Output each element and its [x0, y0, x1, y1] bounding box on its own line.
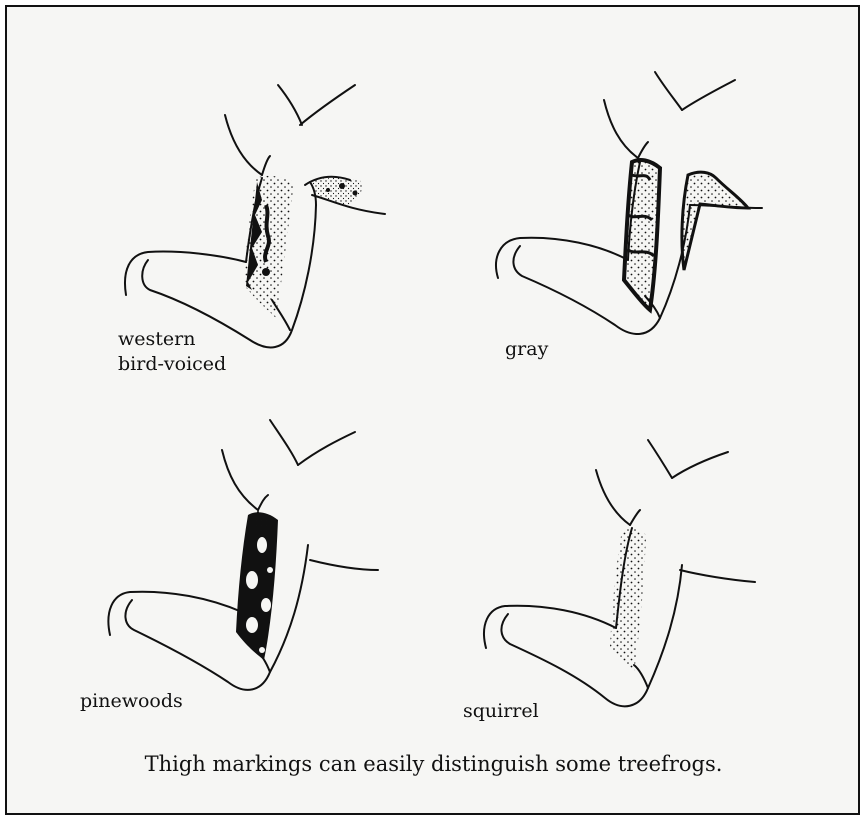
label-squirrel: squirrel: [463, 700, 539, 722]
figure-caption: Thigh markings can easily distinguish so…: [0, 752, 867, 776]
label-western-line2: bird-voiced: [118, 353, 226, 375]
thigh-marking-gray: [624, 160, 748, 310]
label-gray: gray: [505, 338, 548, 360]
label-pinewoods: pinewoods: [80, 690, 183, 712]
thigh-marking-squirrel: [610, 527, 646, 672]
thigh-marking-pinewoods: [236, 512, 278, 660]
label-western-line1: western: [118, 328, 195, 350]
